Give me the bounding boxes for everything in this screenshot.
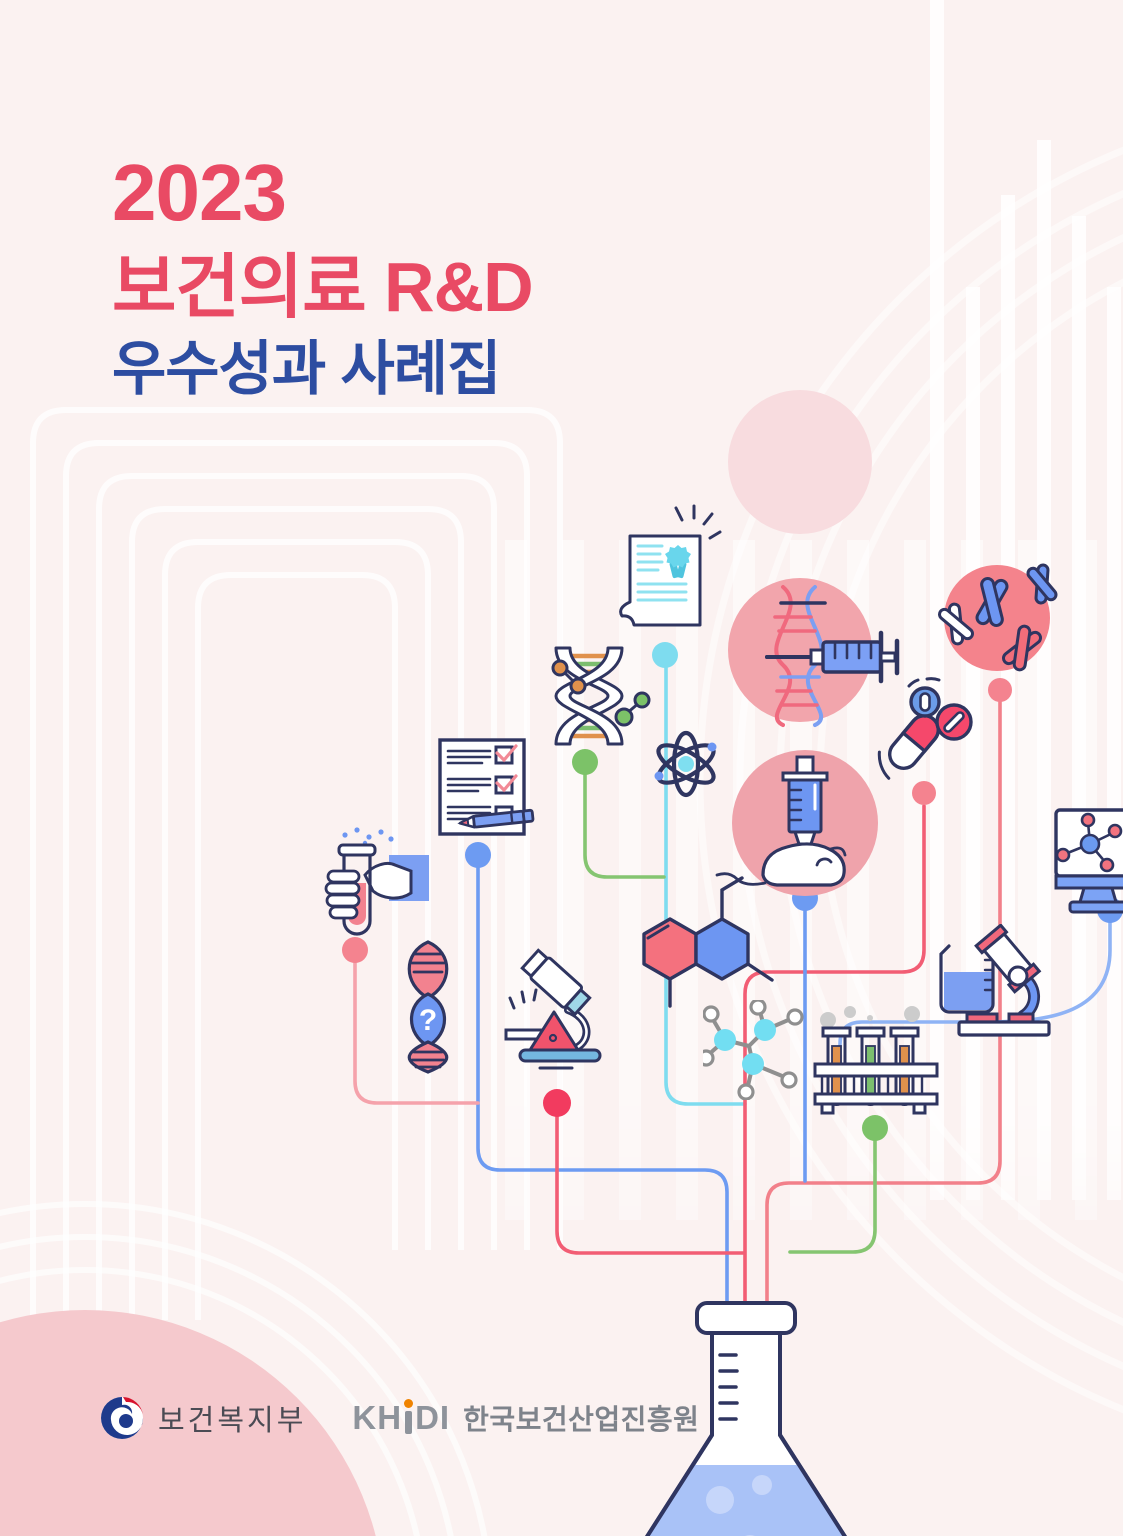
- mohw-logo-text: 보건복지부: [158, 1405, 307, 1437]
- monitor-molecule-icon: [1054, 808, 1123, 914]
- dna-question-icon: ?: [407, 940, 449, 1074]
- mohw-logo-icon: [101, 1397, 144, 1439]
- chromosome-icon: [938, 563, 1058, 672]
- syringe-icon: [765, 630, 900, 684]
- flask-icon: [645, 1301, 847, 1536]
- pale-circle-decor: [728, 390, 872, 534]
- lab-mouse-icon: [715, 842, 847, 887]
- khidi-logo-text: 한국보건산업진흥원: [463, 1404, 700, 1435]
- cover-title: 2023 보건의료 R&D 우수성과 사례집: [112, 148, 534, 402]
- testtube-rack-icon: [813, 1006, 939, 1115]
- khidi-orange-dot-i: [404, 1399, 414, 1434]
- title-sub: 우수성과 사례집: [112, 335, 501, 402]
- dna-syringe-circle: [728, 578, 900, 727]
- title-main: 보건의료 R&D: [112, 247, 534, 326]
- microscope-icon: [504, 948, 602, 1070]
- molecule-pair-icon: [551, 659, 651, 727]
- atom-icon: [654, 730, 717, 798]
- pen-icon: [457, 808, 535, 829]
- hand-testtube-icon: [324, 827, 429, 936]
- question-mark: ?: [419, 1004, 437, 1037]
- beaker-microscope-icon: [939, 924, 1051, 1037]
- pills-icon: [877, 677, 973, 780]
- award-badge-icon: [665, 545, 691, 579]
- checklist-icon: [438, 738, 535, 836]
- chromosome-circle: [938, 563, 1058, 672]
- mouse-syringe-circle: [715, 750, 878, 896]
- title-year: 2023: [112, 148, 287, 237]
- certificate-icon: [619, 504, 722, 627]
- molecule-hexagon-icon: [642, 876, 774, 1008]
- molecule-node-icon: [703, 1000, 804, 1100]
- dna-ladder-icon: [551, 646, 651, 746]
